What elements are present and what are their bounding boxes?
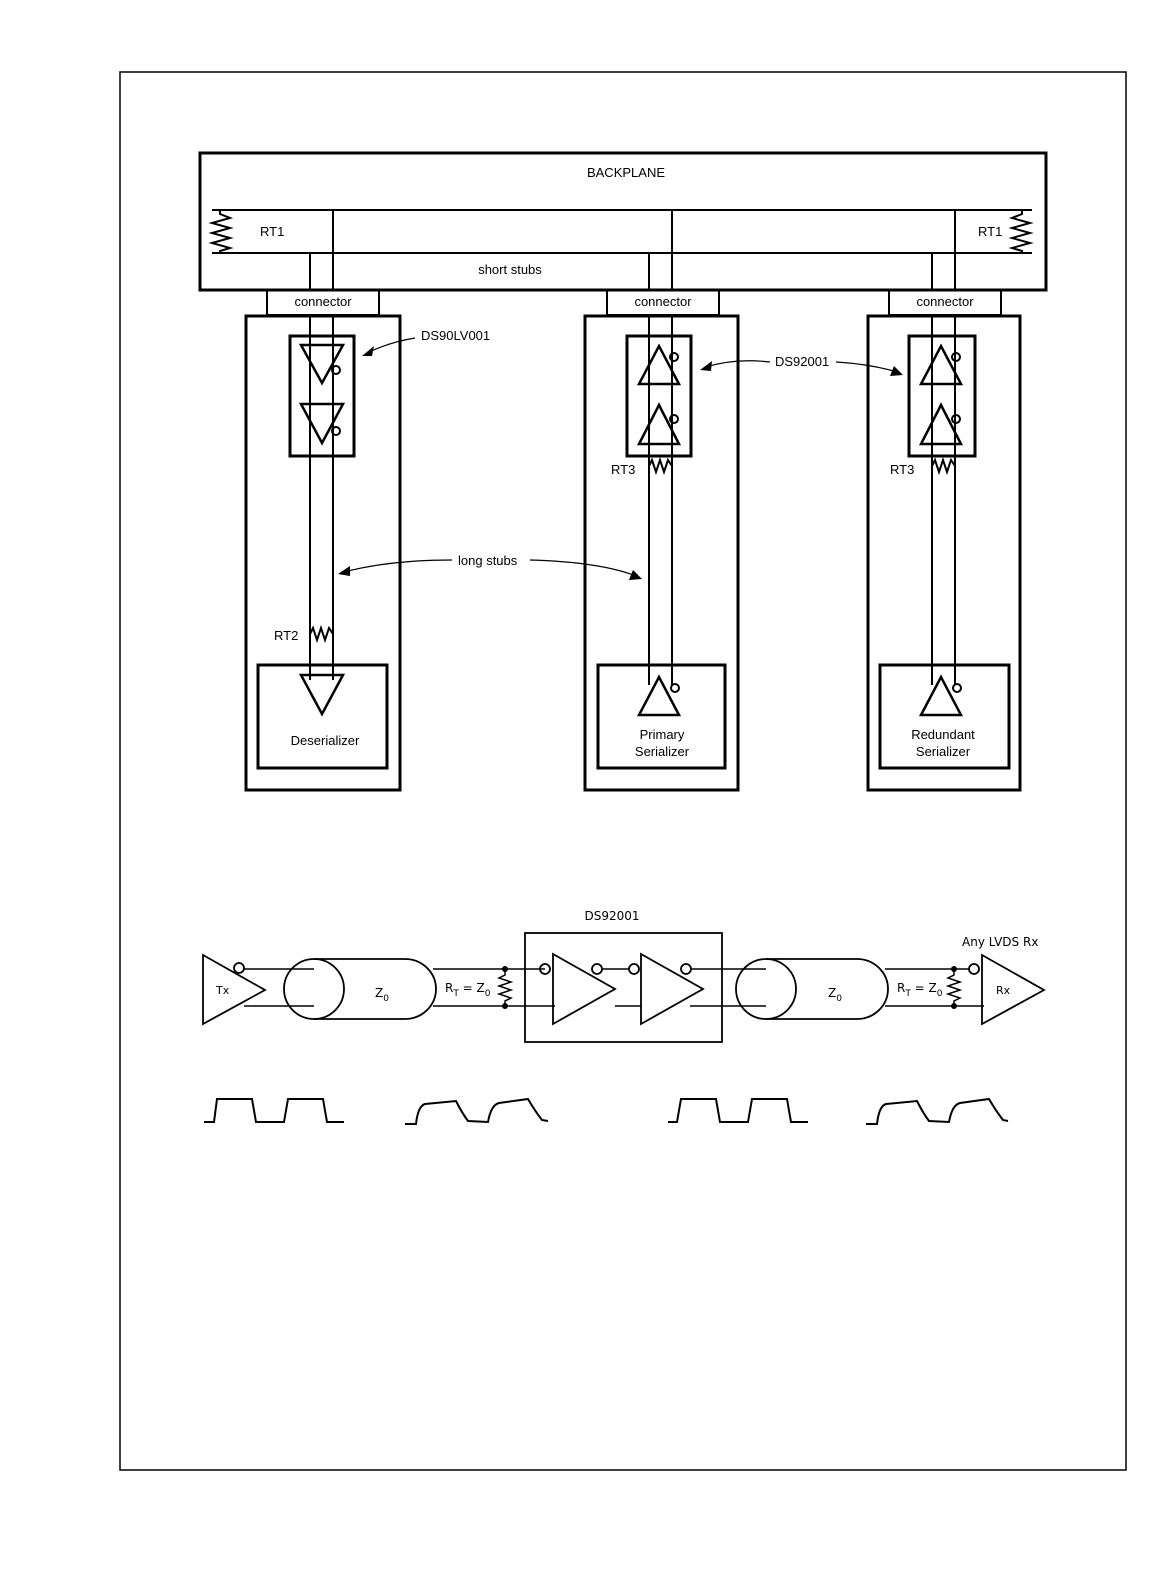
inverter-bubble-icon (234, 963, 244, 973)
arrowhead-icon (700, 361, 712, 371)
primary-serializer-line2: Serializer (635, 744, 690, 759)
rt2-label: RT2 (274, 628, 298, 643)
arrowhead-icon (629, 570, 642, 580)
arrowhead-icon (362, 346, 374, 356)
rt3-label: RT3 (611, 462, 635, 477)
clean-waveform-icon (668, 1099, 808, 1122)
redundant-serializer-line2: Serializer (916, 744, 971, 759)
buffer-down-icon (301, 345, 343, 383)
tx-label: Tx (215, 984, 230, 997)
degraded-waveform-icon (866, 1099, 1008, 1124)
rt-equals-z0-label: RT = Z0 (897, 981, 943, 999)
card-middle: RT3 Primary Serializer (585, 315, 738, 790)
waveforms (204, 1099, 1008, 1124)
connector-label: connector (294, 294, 352, 309)
rx-label: Rx (996, 984, 1011, 997)
z0-symbol: Z0 (828, 986, 842, 1004)
inverter-bubble-icon (681, 964, 691, 974)
redundant-serializer-line1: Redundant (911, 727, 975, 742)
termination-resistor-icon (948, 969, 960, 1006)
callout-curve (344, 560, 452, 572)
cable-body (766, 959, 888, 1019)
repeater-buffer-icon (641, 954, 703, 1024)
rx-receiver-icon (982, 955, 1044, 1024)
clean-waveform-icon (204, 1099, 344, 1122)
card-left: RT2 Deserializer DS90LV001 (246, 315, 490, 790)
backplane: BACKPLANE RT1 RT1 short stubs (200, 153, 1046, 290)
cable-end-icon (284, 959, 344, 1019)
page-frame (120, 72, 1126, 1470)
arrowhead-icon (338, 566, 350, 576)
inverter-bubble-icon (629, 964, 639, 974)
backplane-title: BACKPLANE (587, 165, 665, 180)
primary-serializer-line1: Primary (640, 727, 685, 742)
rt-equals-z0-label: RT = Z0 (445, 981, 491, 999)
link-diagram: Tx Z0 RT = Z0 DS92001 Z0 RT = Z0 (203, 909, 1044, 1042)
any-lvds-rx-label: Any LVDS Rx (962, 935, 1038, 949)
rt3-label: RT3 (890, 462, 914, 477)
callout-curve (530, 560, 636, 576)
termination-resistor-icon (499, 969, 511, 1006)
ds92001-box (525, 933, 722, 1042)
card-outline (246, 316, 400, 790)
ds92001-title: DS92001 (584, 909, 639, 923)
repeater-box (909, 336, 975, 456)
inverter-bubble-icon (592, 964, 602, 974)
long-stubs-label: long stubs (458, 553, 518, 568)
connector-label: connector (634, 294, 692, 309)
rt3-resistor-icon (649, 460, 672, 472)
card-outline (868, 316, 1020, 790)
ds90lv001-label: DS90LV001 (421, 328, 490, 343)
buffer-down-icon (301, 404, 343, 443)
z0-symbol: Z0 (375, 986, 389, 1004)
inverter-bubble-icon (953, 684, 961, 692)
card-outline (585, 316, 738, 790)
rt1-left-label: RT1 (260, 224, 284, 239)
rt2-resistor-icon (310, 628, 333, 640)
deserializer-box (258, 665, 387, 768)
connector-label: connector (916, 294, 974, 309)
rt1-right-resistor-icon (1012, 210, 1030, 253)
rt1-right-label: RT1 (978, 224, 1002, 239)
connectors: connector connector connector (267, 290, 1001, 315)
short-stubs-label: short stubs (478, 262, 542, 277)
ds92001-label: DS92001 (775, 354, 829, 369)
long-stubs-callout: long stubs (338, 553, 642, 580)
card-right: RT3 Redundant Serializer (868, 315, 1020, 790)
rt3-resistor-icon (932, 460, 955, 472)
callout-curve (367, 338, 415, 353)
inverter-bubble-icon (969, 964, 979, 974)
ds92001-callout: DS92001 (700, 354, 903, 376)
degraded-waveform-icon (405, 1099, 548, 1124)
deserializer-label: Deserializer (291, 733, 360, 748)
inverter-bubble-icon (671, 684, 679, 692)
cable-end-icon (736, 959, 796, 1019)
repeater-box (290, 336, 354, 456)
repeater-buffer-icon (553, 954, 615, 1024)
rt1-left-resistor-icon (212, 210, 230, 253)
repeater-box (627, 336, 691, 456)
receiver-down-icon (301, 675, 343, 714)
